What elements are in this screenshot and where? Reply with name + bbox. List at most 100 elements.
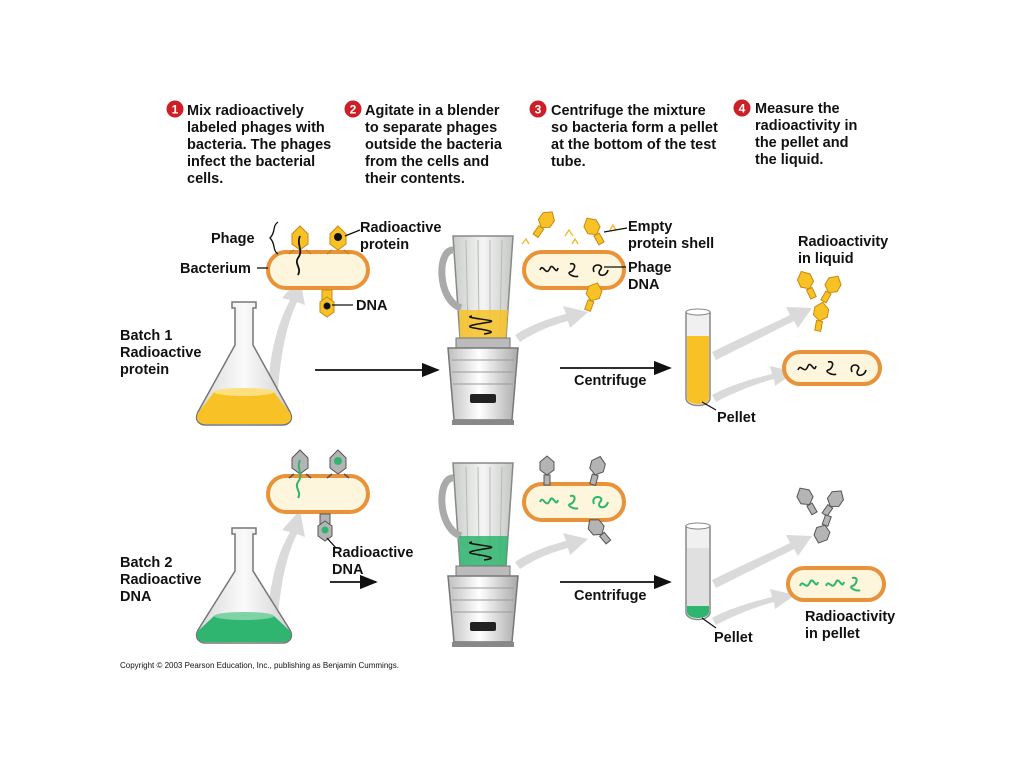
green-liquid bbox=[459, 536, 508, 566]
yellow-phage-icon bbox=[288, 225, 312, 276]
radioactivity-pellet-label-2: in pellet bbox=[805, 626, 860, 642]
step-1-line-3: bacteria. The phages bbox=[187, 137, 331, 153]
flask2-to-cell-arrow bbox=[268, 510, 305, 615]
phage-dna-strand bbox=[539, 265, 559, 273]
test-tube-batch2 bbox=[685, 522, 717, 629]
empty-shell-icon bbox=[820, 275, 842, 304]
green-pellet bbox=[687, 606, 709, 618]
empty-shell-icon bbox=[532, 211, 556, 239]
step-4-line-4: the liquid. bbox=[755, 152, 823, 168]
step-4-line-2: radioactivity in bbox=[755, 118, 857, 134]
tube1-to-pellet-arrow bbox=[712, 366, 795, 402]
step-1-line-5: cells. bbox=[187, 171, 223, 187]
step-3-line-4: tube. bbox=[551, 154, 586, 170]
empty-shell-label-2: protein shell bbox=[628, 236, 714, 252]
tube1-to-liquid-arrow bbox=[712, 307, 812, 360]
empty-shell-icon bbox=[796, 270, 817, 300]
pellet2-pointer bbox=[701, 617, 717, 629]
step-2: 2 Agitate in a blender to separate phage… bbox=[344, 100, 503, 187]
radioactive-dna-pointer bbox=[326, 537, 337, 549]
step-1: 1 Mix radioactively labeled phages with … bbox=[166, 100, 331, 187]
batch1-pellet-cell bbox=[782, 350, 882, 386]
batch2-infected-bacterium bbox=[266, 449, 370, 549]
empty-shell-icon bbox=[584, 282, 603, 312]
batch1-blended-cell bbox=[522, 250, 626, 290]
empty-shell-icon bbox=[539, 455, 555, 486]
liquid-result-phages bbox=[796, 270, 842, 332]
radioactive-dna-strand bbox=[799, 579, 819, 587]
radioactive-dna-strand bbox=[850, 576, 861, 592]
pellet1-label: Pellet bbox=[717, 410, 756, 426]
batch2-blended-cell bbox=[522, 482, 626, 522]
batch1-infected-bacterium bbox=[257, 221, 370, 318]
radioactivity-pellet-label-1: Radioactivity bbox=[805, 609, 895, 625]
radioactive-protein-pointer bbox=[344, 229, 361, 237]
bacterium-label: Bacterium bbox=[180, 261, 251, 277]
phage-dna-strand bbox=[568, 262, 579, 278]
tube2-to-pellet-arrow bbox=[712, 589, 795, 625]
step-2-line-3: outside the bacteria bbox=[365, 137, 503, 153]
test-tube-batch1 bbox=[685, 308, 717, 411]
radioactive-dna-strand bbox=[539, 497, 559, 505]
blender-batch2 bbox=[438, 462, 519, 647]
radioactive-protein-label-1: Radioactive bbox=[360, 220, 441, 236]
flask1-to-cell-arrow bbox=[268, 278, 305, 388]
gray-phage-icon bbox=[326, 449, 350, 479]
batch2-label-2: Radioactive bbox=[120, 572, 201, 588]
yellow-liquid bbox=[459, 310, 508, 338]
blender1-to-cell-arrow bbox=[515, 306, 588, 342]
empty-shell-icon bbox=[583, 217, 605, 246]
step-2-line-1: Agitate in a blender bbox=[365, 103, 500, 119]
gray-process-arrows bbox=[268, 278, 812, 625]
green-liquid bbox=[196, 616, 292, 642]
bacterium-cell bbox=[266, 474, 370, 514]
radioactive-dna-strand bbox=[825, 579, 845, 587]
batch1-label-1: Batch 1 bbox=[120, 328, 172, 344]
radioactive-dna-strand bbox=[568, 494, 579, 510]
step-1-line-2: labeled phages with bbox=[187, 120, 325, 136]
step-1-line-4: infect the bacterial bbox=[187, 154, 315, 170]
step-3-line-1: Centrifuge the mixture bbox=[551, 103, 706, 119]
step-2-line-4: from the cells and bbox=[365, 154, 489, 170]
gray-phage-icon bbox=[288, 449, 312, 499]
yellow-liquid bbox=[687, 336, 709, 404]
dna-label: DNA bbox=[356, 298, 388, 314]
phage-dna-label-1: Phage bbox=[628, 260, 672, 276]
centrifuge2-label: Centrifuge bbox=[574, 588, 647, 604]
flask-batch2 bbox=[195, 527, 293, 644]
step-2-line-5: their contents. bbox=[365, 171, 465, 187]
empty-shell-icon bbox=[589, 455, 606, 486]
step-4-number: 4 bbox=[739, 102, 746, 116]
centrifuge1-label: Centrifuge bbox=[574, 373, 647, 389]
empty-shell-icon bbox=[587, 519, 612, 545]
radioactivity-liquid-label-1: Radioactivity bbox=[798, 234, 888, 250]
pellet1-pointer bbox=[701, 401, 717, 411]
step-2-line-2: to separate phages bbox=[365, 120, 497, 136]
empty-shell-label-1: Empty bbox=[628, 219, 672, 235]
phage-dna-strand bbox=[850, 364, 867, 377]
batch1-label-3: protein bbox=[120, 362, 169, 378]
radioactivity-liquid-label-2: in liquid bbox=[798, 251, 854, 267]
radioactive-protein-label-2: protein bbox=[360, 237, 409, 253]
step-2-number: 2 bbox=[350, 103, 357, 117]
batch2-label-1: Batch 2 bbox=[120, 555, 172, 571]
empty-protein-shells-batch2 bbox=[539, 455, 612, 545]
phage-dna-strand bbox=[592, 264, 609, 277]
step-4-line-3: the pellet and bbox=[755, 135, 848, 151]
phage-dna-strand bbox=[826, 360, 837, 376]
yellow-phage-icon bbox=[319, 289, 335, 318]
blender-batch1 bbox=[438, 235, 519, 425]
empty-protein-shells-batch1 bbox=[521, 211, 628, 312]
step-1-number: 1 bbox=[172, 103, 179, 117]
yellow-phage-icon bbox=[326, 225, 350, 255]
step-3-line-3: at the bottom of the test bbox=[551, 137, 716, 153]
step-3: 3 Centrifuge the mixture so bacteria for… bbox=[529, 100, 718, 170]
step-3-line-2: so bacteria form a pellet bbox=[551, 120, 718, 136]
radioactive-dna-label-2: DNA bbox=[332, 562, 364, 578]
empty-shell-icon bbox=[796, 487, 818, 516]
empty-shell-icon bbox=[813, 514, 832, 544]
empty-shell-icon bbox=[812, 301, 830, 332]
blender2-to-cell-arrow bbox=[515, 533, 588, 569]
gray-phage-icon bbox=[317, 513, 333, 542]
